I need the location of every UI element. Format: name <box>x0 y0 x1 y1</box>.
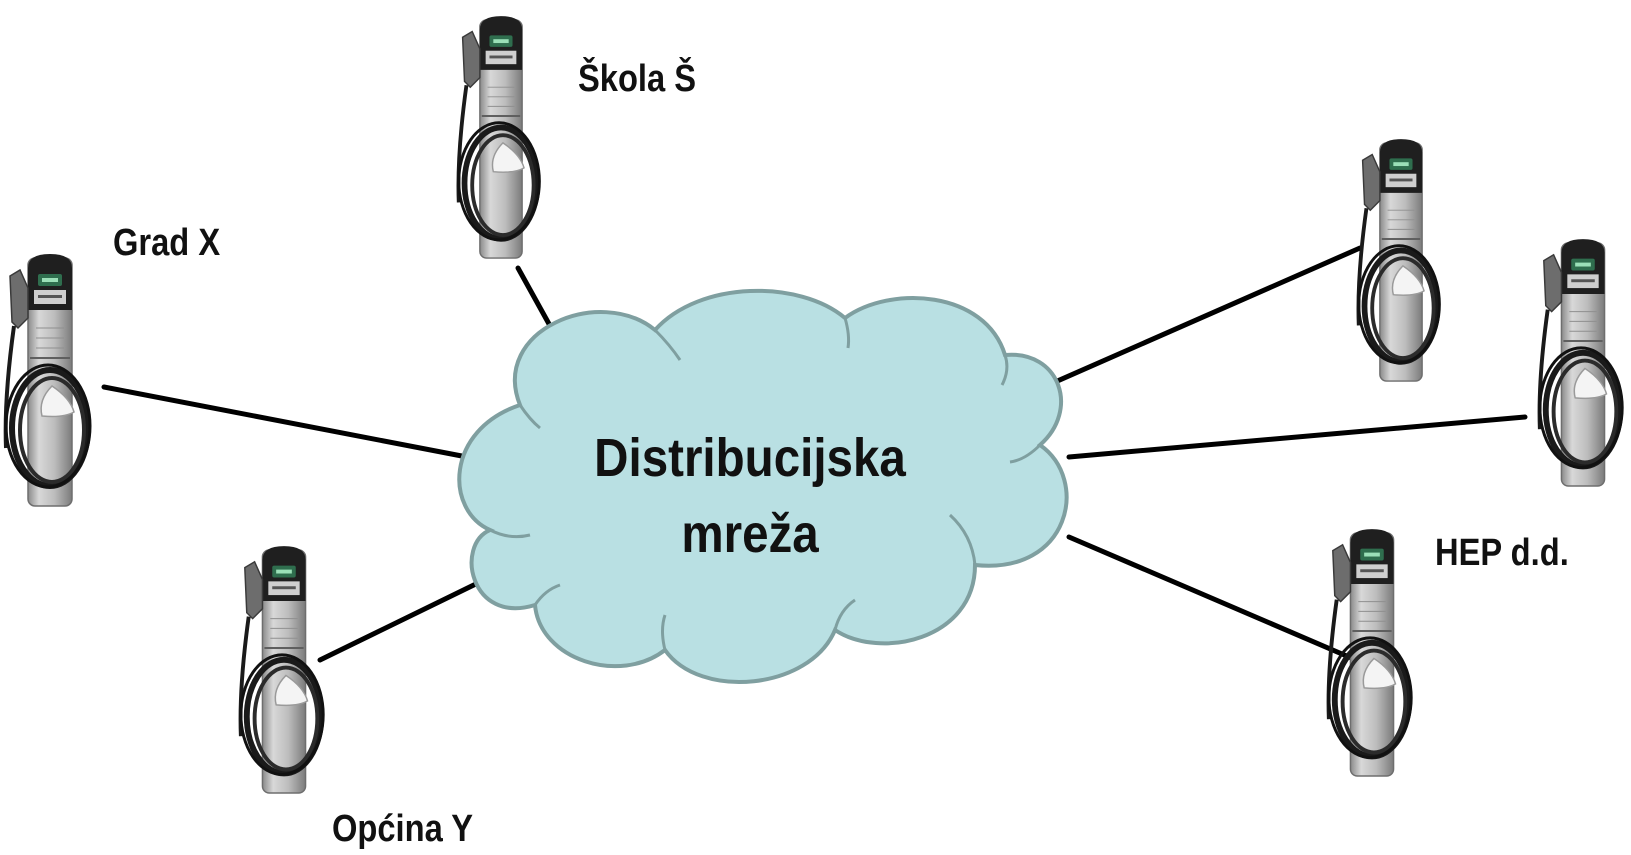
link-line-hep <box>1066 534 1359 663</box>
distribution-network-cloud <box>457 288 1069 685</box>
station-label-hep: HEP d.d. <box>1435 532 1569 574</box>
cloud-label: Distribucijska mreža <box>455 420 1045 572</box>
charging-station-right-mid <box>1540 239 1623 486</box>
station-label-opcina: Općina Y <box>332 808 474 850</box>
charging-station-right-top <box>1358 139 1439 381</box>
charging-station-opcina <box>241 546 324 793</box>
cloud-label-line-1: Distribucijska <box>594 428 906 488</box>
cloud-label-line-2: mreža <box>681 504 819 564</box>
link-line-right-top <box>1043 245 1363 389</box>
charging-station-skola <box>458 16 539 258</box>
station-label-grad: Grad X <box>113 222 221 264</box>
link-line-right-mid <box>1066 414 1528 460</box>
link-line-opcina <box>317 577 487 663</box>
link-lines <box>101 245 1528 663</box>
charging-station-grad <box>6 254 90 506</box>
station-label-skola: Škola Š <box>578 58 697 100</box>
link-line-grad <box>101 384 470 460</box>
